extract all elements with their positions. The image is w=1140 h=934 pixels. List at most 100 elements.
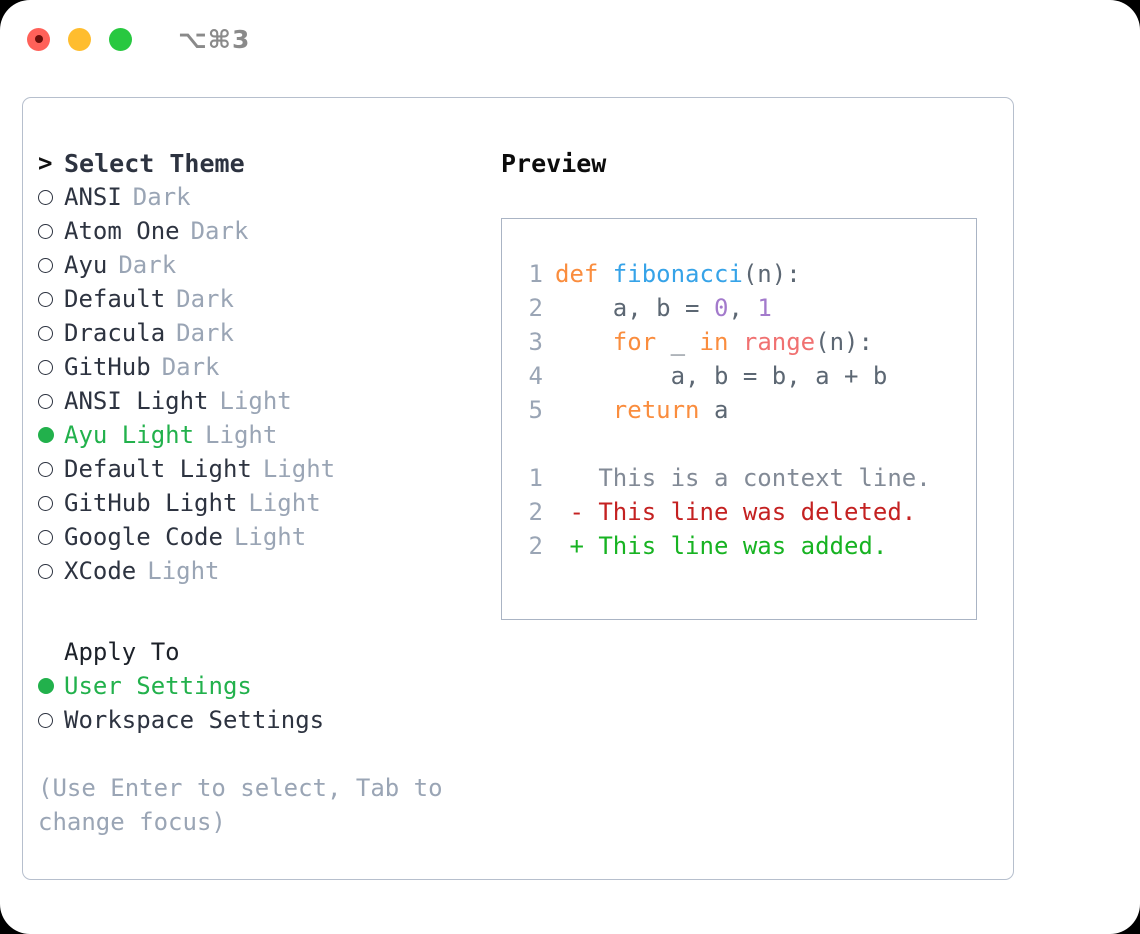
apply-to-option-row[interactable]: User Settings [38,669,498,703]
maximize-button[interactable] [109,27,132,51]
code-line-row: 4 a, b = b, a + b [502,359,976,393]
code-line-row: 1 def fibonacci(n): [502,257,976,291]
code-token: (n): [742,260,801,288]
theme-name-label: Atom One [64,217,180,245]
line-number: 2 [528,532,543,560]
diff-line-row: 1 This is a context line. [502,461,976,495]
code-token: return [612,396,700,424]
code-text: a, b = 0, 1 [555,294,772,322]
theme-name-label: Google Code [64,523,223,551]
select-theme-header: > Select Theme [38,146,498,180]
code-token: fibonacci [612,260,743,288]
apply-to-option-row[interactable]: Workspace Settings [38,703,498,737]
section-spacer [38,588,498,635]
diff-line-row: 2 + This line was added. [502,529,976,563]
code-token: a, b = [555,294,714,322]
theme-radio-0 [38,183,64,211]
code-token [555,328,613,356]
code-line-row: 5 return a [502,393,976,427]
radio-empty-icon [38,189,53,205]
code-line-row: 3 for _ in range(n): [502,325,976,359]
code-token: in [699,328,729,356]
theme-option-row[interactable]: Dracula Dark [38,316,498,350]
theme-variant-badge: Dark [132,183,191,211]
keyboard-hint-text: (Use Enter to select, Tab to change focu… [38,774,458,836]
theme-option-row[interactable]: Google Code Light [38,520,498,554]
theme-radio-1 [38,217,64,245]
radio-empty-icon [38,461,53,477]
code-text: def fibonacci(n): [555,260,801,288]
radio-empty-icon [38,257,53,273]
code-token: _ [656,328,700,356]
theme-variant-badge: Dark [161,353,220,381]
theme-name-label: Dracula [64,319,166,347]
theme-name-label: XCode [64,557,137,585]
code-token: (n): [815,328,873,356]
radio-empty-icon [38,495,53,511]
code-text: + This line was added. [555,532,887,560]
code-token: This is a context line. [555,464,931,492]
apply-to-label: Workspace Settings [64,706,325,734]
theme-name-label: ANSI Light [64,387,209,415]
apply-to-heading: Apply To [64,638,180,666]
radio-empty-icon [38,325,53,341]
theme-name-label: Ayu [64,251,108,279]
radio-empty-icon [38,291,53,307]
code-text: return a [555,396,729,424]
radio-empty-icon [38,529,53,545]
theme-radio-8 [38,455,64,483]
theme-radio-2 [38,251,64,279]
radio-empty-icon [38,712,53,728]
theme-variant-badge: Light [262,455,336,483]
theme-radio-11 [38,557,64,585]
diff-line-row: 2 - This line was deleted. [502,495,976,529]
theme-name-label: ANSI [64,183,122,211]
theme-variant-badge: Dark [190,217,249,245]
theme-variant-badge: Light [205,421,278,449]
theme-variant-badge: Dark [176,285,234,313]
theme-option-row[interactable]: Default Dark [38,282,498,316]
code-token: - This line was deleted. [555,498,917,526]
theme-option-row[interactable]: Atom One Dark [38,214,498,248]
keyboard-shortcut-label: ⌥⌘3 [178,24,251,54]
theme-variant-badge: Dark [176,319,234,347]
apply-radio-0 [38,672,64,700]
theme-name-label: GitHub Light [64,489,238,517]
preview-title: Preview [501,148,607,178]
line-number: 4 [528,362,543,390]
caret-icon: > [38,149,53,177]
theme-name-label: GitHub [64,353,151,381]
code-token: a [699,396,729,424]
theme-option-row[interactable]: GitHub Dark [38,350,498,384]
apply-radio-1 [38,706,64,734]
theme-radio-10 [38,523,64,551]
theme-option-row[interactable]: ANSI Dark [38,180,498,214]
hint-spacer [38,737,498,771]
code-token: a, b = b, a + b [555,362,888,390]
code-line-row: 2 a, b = 0, 1 [502,291,976,325]
title-bar: ⌥⌘3 [0,0,1140,78]
theme-variant-badge: Light [233,523,307,551]
close-button[interactable] [27,27,50,51]
minimize-button[interactable] [68,27,91,51]
theme-name-label: Default [64,285,166,313]
code-text: a, b = b, a + b [555,362,888,390]
line-number: 1 [528,260,543,288]
code-token: 1 [757,294,772,322]
radio-empty-icon [38,359,53,375]
line-number: 5 [528,396,543,424]
radio-empty-icon [38,563,53,579]
